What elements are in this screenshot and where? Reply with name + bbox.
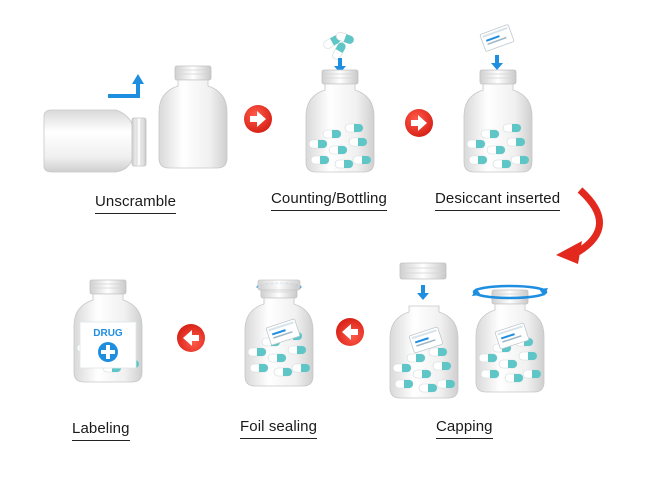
step-label-counting: Counting/Bottling <box>271 190 387 211</box>
down-arrow-icon <box>491 55 503 70</box>
capsules-falling-icon <box>321 30 356 62</box>
step-label-labeling: Labeling <box>72 420 130 441</box>
rotate-arrow-icon <box>108 82 140 98</box>
drug-label: DRUG <box>79 321 137 369</box>
down-arrow-icon <box>417 285 429 300</box>
lying-bottle-icon <box>43 109 147 173</box>
foil-sealing-step <box>244 279 314 387</box>
arrow-left-2-icon <box>177 324 205 352</box>
unscramble-step <box>43 65 228 173</box>
desiccant-step <box>463 23 533 173</box>
step-label-unscramble: Unscramble <box>95 193 177 214</box>
step-label-foil: Foil sealing <box>240 418 318 439</box>
capping-step <box>389 262 548 399</box>
step-label-desiccant: Desiccant inserted <box>435 190 561 211</box>
down-arrow-icon <box>334 58 346 73</box>
curved-arrow-icon <box>556 187 603 264</box>
arrow-left-1-icon <box>336 318 364 346</box>
labeling-step: DRUG <box>73 279 143 383</box>
step-label-capping: Capping <box>436 418 493 439</box>
upright-bottle-icon <box>158 65 228 169</box>
counting-step <box>305 30 375 173</box>
rotate-cap-icon <box>472 284 548 300</box>
cap-icon <box>399 262 447 280</box>
desiccant-sachet-icon <box>479 23 515 53</box>
drug-label-text: DRUG <box>93 328 123 339</box>
arrow-right-2-icon <box>405 109 433 137</box>
arrow-right-1-icon <box>244 105 272 133</box>
